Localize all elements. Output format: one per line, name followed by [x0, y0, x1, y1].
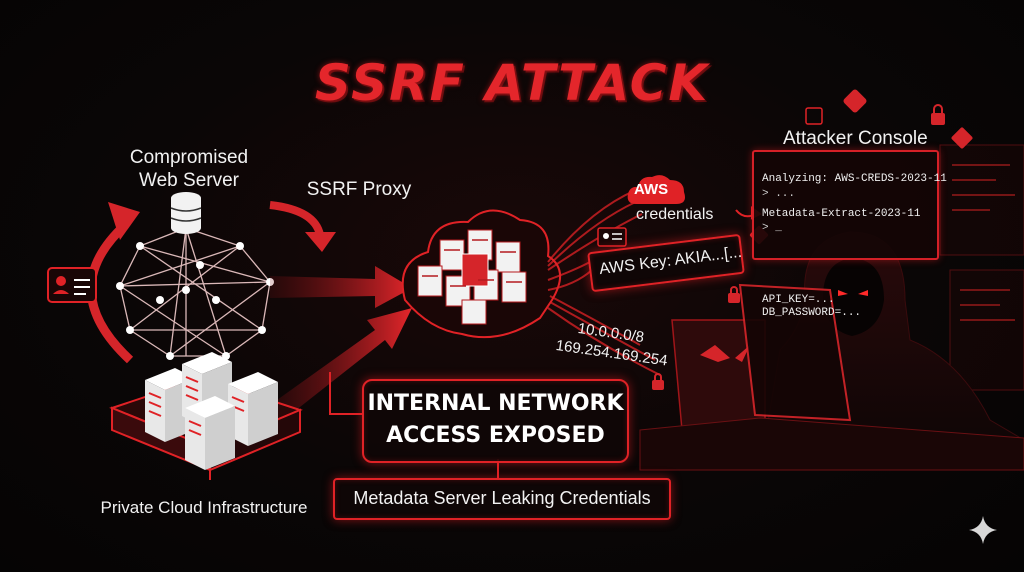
- lock-icon-2: [728, 286, 740, 303]
- console-title: Attacker Console: [783, 128, 928, 149]
- lock-icon-3: [652, 373, 664, 390]
- id-card-icon-small: [597, 227, 627, 247]
- callout-line1: INTERNAL NETWORK: [367, 391, 624, 416]
- cloud-icon: [627, 175, 685, 204]
- ssrf-proxy-label: SSRF Proxy: [306, 179, 412, 200]
- mesh-nodes: [116, 224, 274, 360]
- sparkle-icon: [969, 516, 997, 544]
- cycle-arrowhead-right: [305, 232, 336, 252]
- credentials-label: credentials: [636, 206, 714, 223]
- proxy-server-cubes: [417, 229, 527, 325]
- lock-icon: [931, 104, 945, 125]
- cycle-arrowhead-left: [108, 202, 140, 240]
- laptop-code-line-2: DB_PASSWORD=...: [762, 307, 862, 319]
- cycle-arrow-right: [269, 201, 324, 237]
- private-cloud-label: Private Cloud Infrastructure: [100, 498, 308, 517]
- web-server-label-line2: Web Server: [139, 170, 239, 191]
- laptop-icon: [639, 283, 1024, 471]
- attacker-console-window: [752, 150, 939, 260]
- id-card-icon: [47, 267, 97, 303]
- console-line-1: Analyzing: AWS-CREDS-2023-11: [762, 173, 947, 185]
- server-rack-icon: [145, 352, 278, 470]
- web-server-mesh: [119, 227, 271, 357]
- web-server-label: Compromised Web Server: [104, 146, 274, 192]
- console-line-4: > _: [762, 222, 782, 234]
- data-streams: [547, 189, 661, 376]
- metadata-leak-text: Metadata Server Leaking Credentials: [353, 488, 651, 508]
- page-title: SSRF ATTACK: [314, 54, 710, 112]
- console-line-3: Metadata-Extract-2023-11: [762, 208, 921, 220]
- web-server-label-line1: Compromised: [129, 147, 249, 168]
- aws-label: AWS: [634, 181, 669, 198]
- aws-key-text: AWS Key: AKIA...[...: [598, 243, 743, 279]
- arrow-mesh-to-proxy: [270, 266, 412, 308]
- callout-line2: ACCESS EXPOSED: [386, 423, 605, 448]
- arrow-infra-to-proxy: [270, 308, 412, 418]
- metadata-leak-callout: Metadata Server Leaking Credentials: [333, 478, 671, 520]
- background-monitors: [939, 144, 1024, 391]
- cycle-arrow-left: [86, 221, 134, 364]
- console-line-2: > ...: [762, 188, 796, 200]
- internal-network-callout: INTERNAL NETWORK ACCESS EXPOSED: [362, 379, 629, 463]
- database-icon: [170, 192, 202, 234]
- laptop-code-line-1: API_KEY=...: [762, 294, 835, 306]
